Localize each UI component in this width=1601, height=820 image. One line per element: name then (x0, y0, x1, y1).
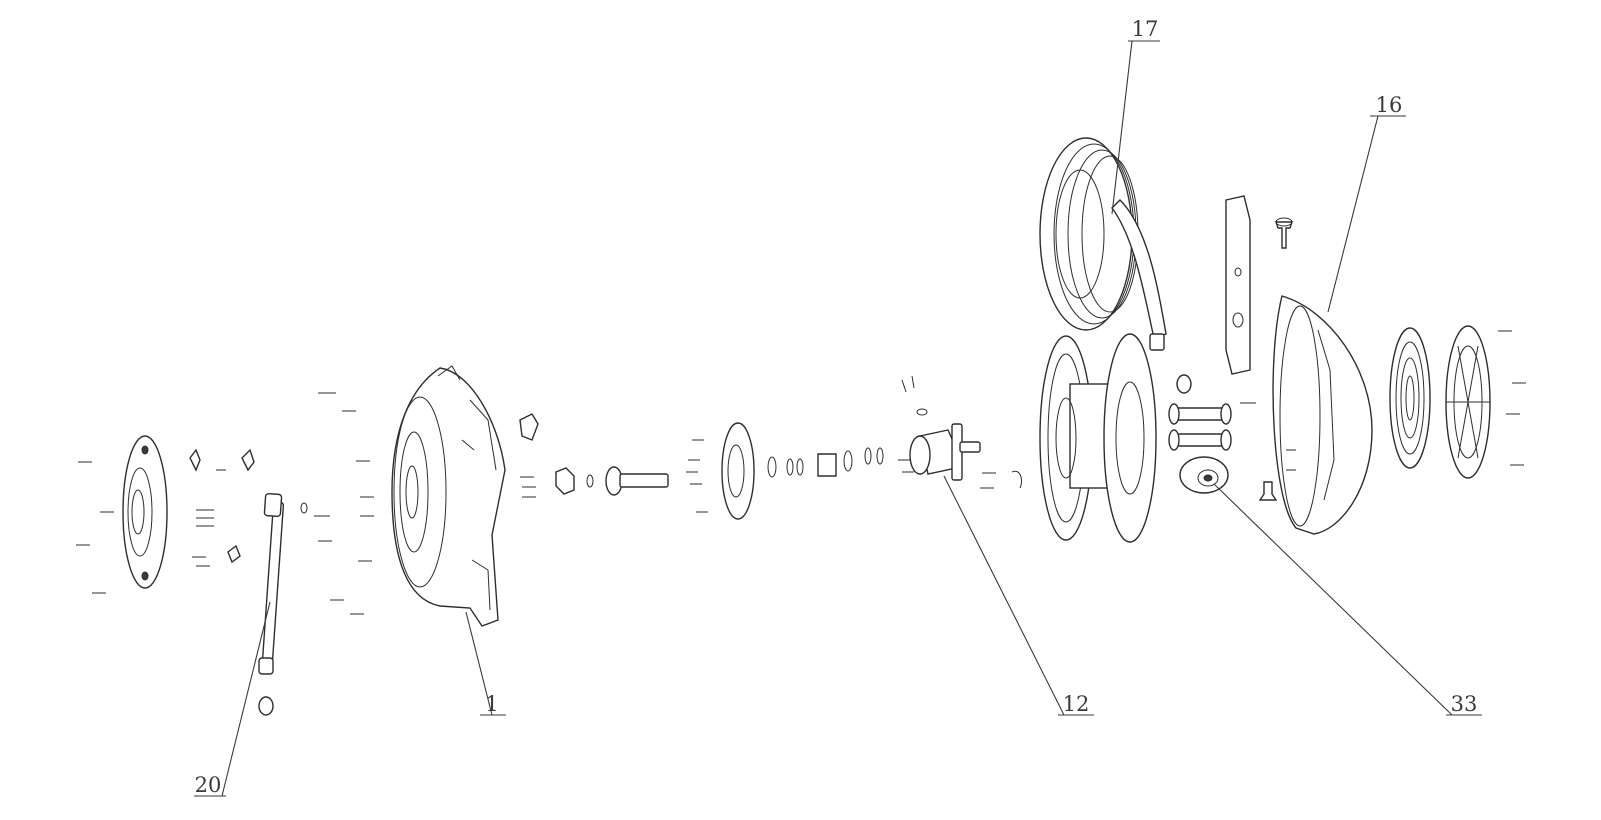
pulley-part-33 (1179, 456, 1229, 494)
outer-cover-plate (1445, 325, 1526, 479)
screws-housing (314, 392, 374, 615)
hose-reel-drum (1039, 333, 1157, 543)
spiral-spring (1389, 327, 1431, 469)
shaft-parts-mid (519, 413, 669, 498)
end-cap-left (122, 435, 168, 589)
callout-label-33: 33 (1451, 692, 1478, 716)
tube-part-20 (258, 492, 308, 716)
callout-labels: 1 12 16 17 20 33 (195, 17, 1478, 797)
cover-part-16 (1258, 295, 1373, 535)
callout-label-16: 16 (1376, 93, 1403, 117)
o-rings-couplers (767, 447, 884, 478)
callout-label-20: 20 (195, 773, 222, 797)
roller-spool (1168, 374, 1232, 451)
mounting-bracket (1225, 195, 1293, 404)
callout-label-17: 17 (1132, 17, 1159, 41)
swivel-part-12 (898, 375, 1023, 489)
screws-left-cap (76, 461, 114, 594)
small-gear-parts (189, 448, 255, 567)
housing-part-1 (391, 365, 506, 627)
callout-label-12: 12 (1063, 692, 1090, 716)
callout-leaders (194, 40, 1482, 797)
inner-disc-plate (686, 422, 755, 520)
coiled-hose-part-17 (1039, 137, 1167, 351)
callout-label-1: 1 (485, 692, 498, 716)
